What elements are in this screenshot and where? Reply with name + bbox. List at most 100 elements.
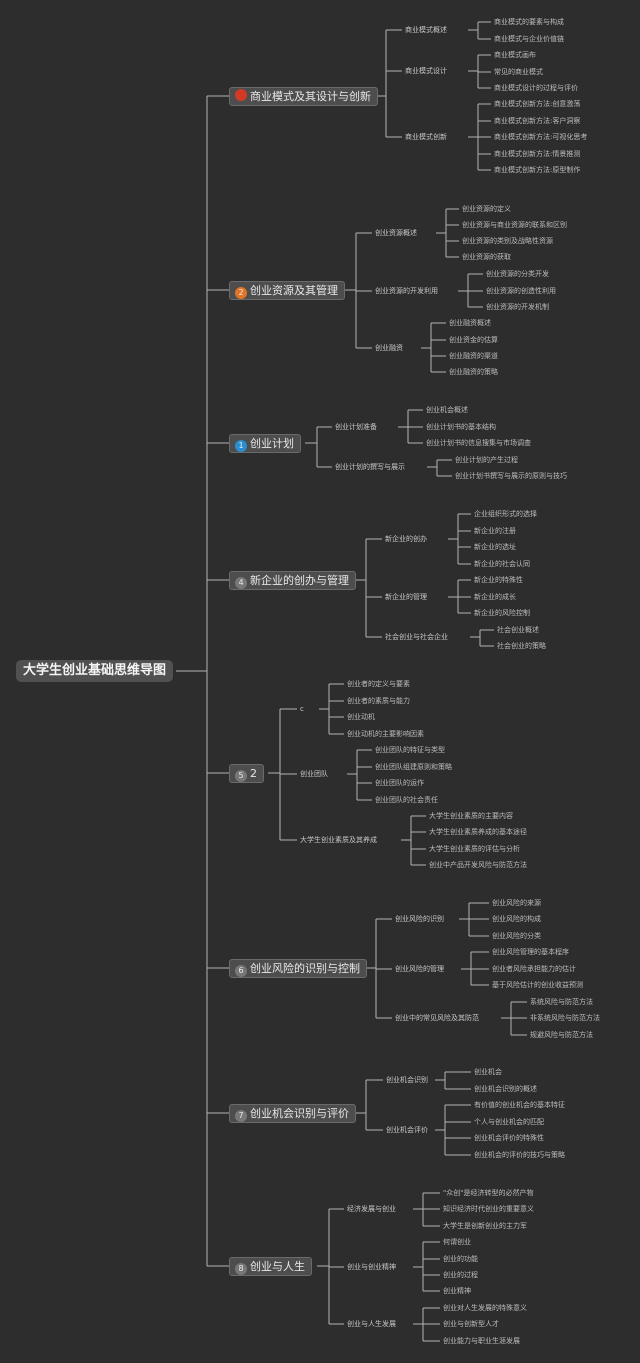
topic-item[interactable]: 创业资源与商业资源的联系和区别	[462, 219, 567, 231]
topic-item[interactable]: 创业者的素质与能力	[347, 695, 410, 707]
topic-item[interactable]: 创业融资的渠道	[449, 350, 498, 362]
topic-item[interactable]: "众创"是经济转型的必然产物	[443, 1187, 533, 1199]
topic-item[interactable]: 创业融资的策略	[449, 366, 498, 378]
topic-item[interactable]: 个人与创业机会的匹配	[474, 1116, 544, 1128]
topic-item[interactable]: 创业风险的构成	[492, 913, 541, 925]
topic-item[interactable]: 大学生是创新创业的主力军	[443, 1220, 527, 1232]
topic-item[interactable]: 商业模式创新方法:原型制作	[494, 164, 580, 176]
topic-item[interactable]: 商业模式与企业价值链	[494, 33, 564, 45]
topic-item[interactable]: 何谓创业	[443, 1236, 471, 1248]
topic-item[interactable]: 创业资源的类别及战略性资源	[462, 235, 553, 247]
topic-item[interactable]: 创业动机	[347, 711, 375, 723]
topic-item[interactable]: 商业模式设计的过程与评价	[494, 82, 578, 94]
topic-item[interactable]: 创业机会概述	[426, 404, 468, 416]
topic-item[interactable]: 新企业的社会认同	[474, 558, 530, 570]
section-node[interactable]: 创业资源的开发利用	[375, 285, 438, 297]
topic-item[interactable]: 社会创业的策略	[497, 640, 546, 652]
section-node[interactable]: 商业模式设计	[405, 65, 447, 77]
topic-item[interactable]: 大学生创业素质的评估与分析	[429, 843, 520, 855]
topic-item[interactable]: 创业的功能	[443, 1253, 478, 1265]
section-node[interactable]: 创业机会识别	[386, 1074, 428, 1086]
section-node[interactable]: 社会创业与社会企业	[385, 631, 448, 643]
topic-item[interactable]: 基于风险估计的创业收益预测	[492, 979, 583, 991]
topic-item[interactable]: 创业资源的获取	[462, 251, 511, 263]
section-node[interactable]: 创业资源概述	[375, 227, 417, 239]
topic-item[interactable]: 社会创业概述	[497, 624, 539, 636]
topic-item[interactable]: 系统风险与防范方法	[530, 996, 593, 1008]
section-node[interactable]: 经济发展与创业	[347, 1203, 396, 1215]
topic-item[interactable]: 创业机会评价的特殊性	[474, 1132, 544, 1144]
topic-item[interactable]: 新企业的成长	[474, 591, 516, 603]
topic-item[interactable]: 创业融资概述	[449, 317, 491, 329]
topic-item[interactable]: 商业模式创新方法:可视化思考	[494, 131, 587, 143]
topic-item[interactable]: 商业模式创新方法:客户洞察	[494, 115, 580, 127]
topic-item[interactable]: 创业者的定义与要素	[347, 678, 410, 690]
section-node[interactable]: 商业模式创新	[405, 131, 447, 143]
topic-item[interactable]: 创业计划的产生过程	[455, 454, 518, 466]
topic-item[interactable]: 创业精神	[443, 1285, 471, 1297]
topic-item[interactable]: 新企业的风险控制	[474, 607, 530, 619]
section-node[interactable]: 创业与创业精神	[347, 1261, 396, 1273]
topic-item[interactable]: 商业模式画布	[494, 49, 536, 61]
topic-item[interactable]: 创业动机的主要影响因素	[347, 728, 424, 740]
topic-item[interactable]: 创业团队组建原则和策略	[375, 761, 452, 773]
chapter-node[interactable]: 商业模式及其设计与创新	[229, 87, 378, 106]
topic-item[interactable]: 创业资源的定义	[462, 203, 511, 215]
topic-item[interactable]: 创业计划书的信息搜集与市场调查	[426, 437, 531, 449]
topic-item[interactable]: 创业资源的开发机制	[486, 301, 549, 313]
topic-item[interactable]: 大学生创业素质养成的基本途径	[429, 826, 527, 838]
topic-item[interactable]: 新企业的特殊性	[474, 574, 523, 586]
topic-item[interactable]: 规避风险与防范方法	[530, 1029, 593, 1041]
topic-item[interactable]: 创业资源的分类开发	[486, 268, 549, 280]
topic-item[interactable]: 创业者风险承担能力的估计	[492, 963, 576, 975]
topic-item[interactable]: 创业风险的分类	[492, 930, 541, 942]
topic-item[interactable]: 创业团队的社会责任	[375, 794, 438, 806]
topic-item[interactable]: 知识经济时代创业的重要意义	[443, 1203, 534, 1215]
topic-item[interactable]: 有价值的创业机会的基本特征	[474, 1099, 565, 1111]
topic-item[interactable]: 创业机会识别的概述	[474, 1083, 537, 1095]
topic-item[interactable]: 创业能力与职业生涯发展	[443, 1335, 520, 1347]
section-node[interactable]: 大学生创业素质及其养成	[300, 834, 377, 846]
topic-item[interactable]: 企业组织形式的选择	[474, 508, 537, 520]
section-node[interactable]: 创业中的常见风险及其防范	[395, 1012, 479, 1024]
topic-item[interactable]: 新企业的选址	[474, 541, 516, 553]
topic-item[interactable]: 创业计划书撰写与展示的原则与技巧	[455, 470, 567, 482]
section-node[interactable]: 新企业的管理	[385, 591, 427, 603]
topic-item[interactable]: 商业模式创新方法:创意激荡	[494, 98, 580, 110]
topic-item[interactable]: 创业与创新型人才	[443, 1318, 499, 1330]
topic-item[interactable]: 大学生创业素质的主要内容	[429, 810, 513, 822]
topic-item[interactable]: 常见的商业模式	[494, 66, 543, 78]
section-node[interactable]: 商业模式概述	[405, 24, 447, 36]
topic-item[interactable]: 创业风险的来源	[492, 897, 541, 909]
section-node[interactable]: 创业计划的撰写与展示	[335, 461, 405, 473]
topic-item[interactable]: 创业机会的评价的技巧与策略	[474, 1149, 565, 1161]
topic-item[interactable]: 非系统风险与防范方法	[530, 1012, 600, 1024]
topic-item[interactable]: 新企业的注册	[474, 525, 516, 537]
section-node[interactable]: 创业风险的识别	[395, 913, 444, 925]
section-node[interactable]: 创业计划准备	[335, 421, 377, 433]
topic-item[interactable]: 创业中产品开发风险与防范方法	[429, 859, 527, 871]
topic-item[interactable]: 商业模式的要素与构成	[494, 16, 564, 28]
topic-item[interactable]: 创业团队的运作	[375, 777, 424, 789]
root-node[interactable]: 大学生创业基础思维导图	[16, 660, 174, 682]
topic-item[interactable]: 创业风险管理的基本程序	[492, 946, 569, 958]
topic-item[interactable]: 创业资源的创造性利用	[486, 285, 556, 297]
topic-item[interactable]: 商业模式创新方法:情景推测	[494, 148, 580, 160]
topic-item[interactable]: 创业对人生发展的特殊意义	[443, 1302, 527, 1314]
section-node[interactable]: 创业团队	[300, 768, 328, 780]
topic-item[interactable]: 创业机会	[474, 1066, 502, 1078]
section-node[interactable]: c	[300, 703, 304, 715]
topic-item[interactable]: 创业团队的特征与类型	[375, 744, 445, 756]
section-node[interactable]: 创业风险的管理	[395, 963, 444, 975]
section-node[interactable]: 创业融资	[375, 342, 403, 354]
topic-item[interactable]: 创业资金的估算	[449, 334, 498, 346]
section-node[interactable]: 创业与人生发展	[347, 1318, 396, 1330]
topic-item[interactable]: 创业计划书的基本结构	[426, 421, 496, 433]
